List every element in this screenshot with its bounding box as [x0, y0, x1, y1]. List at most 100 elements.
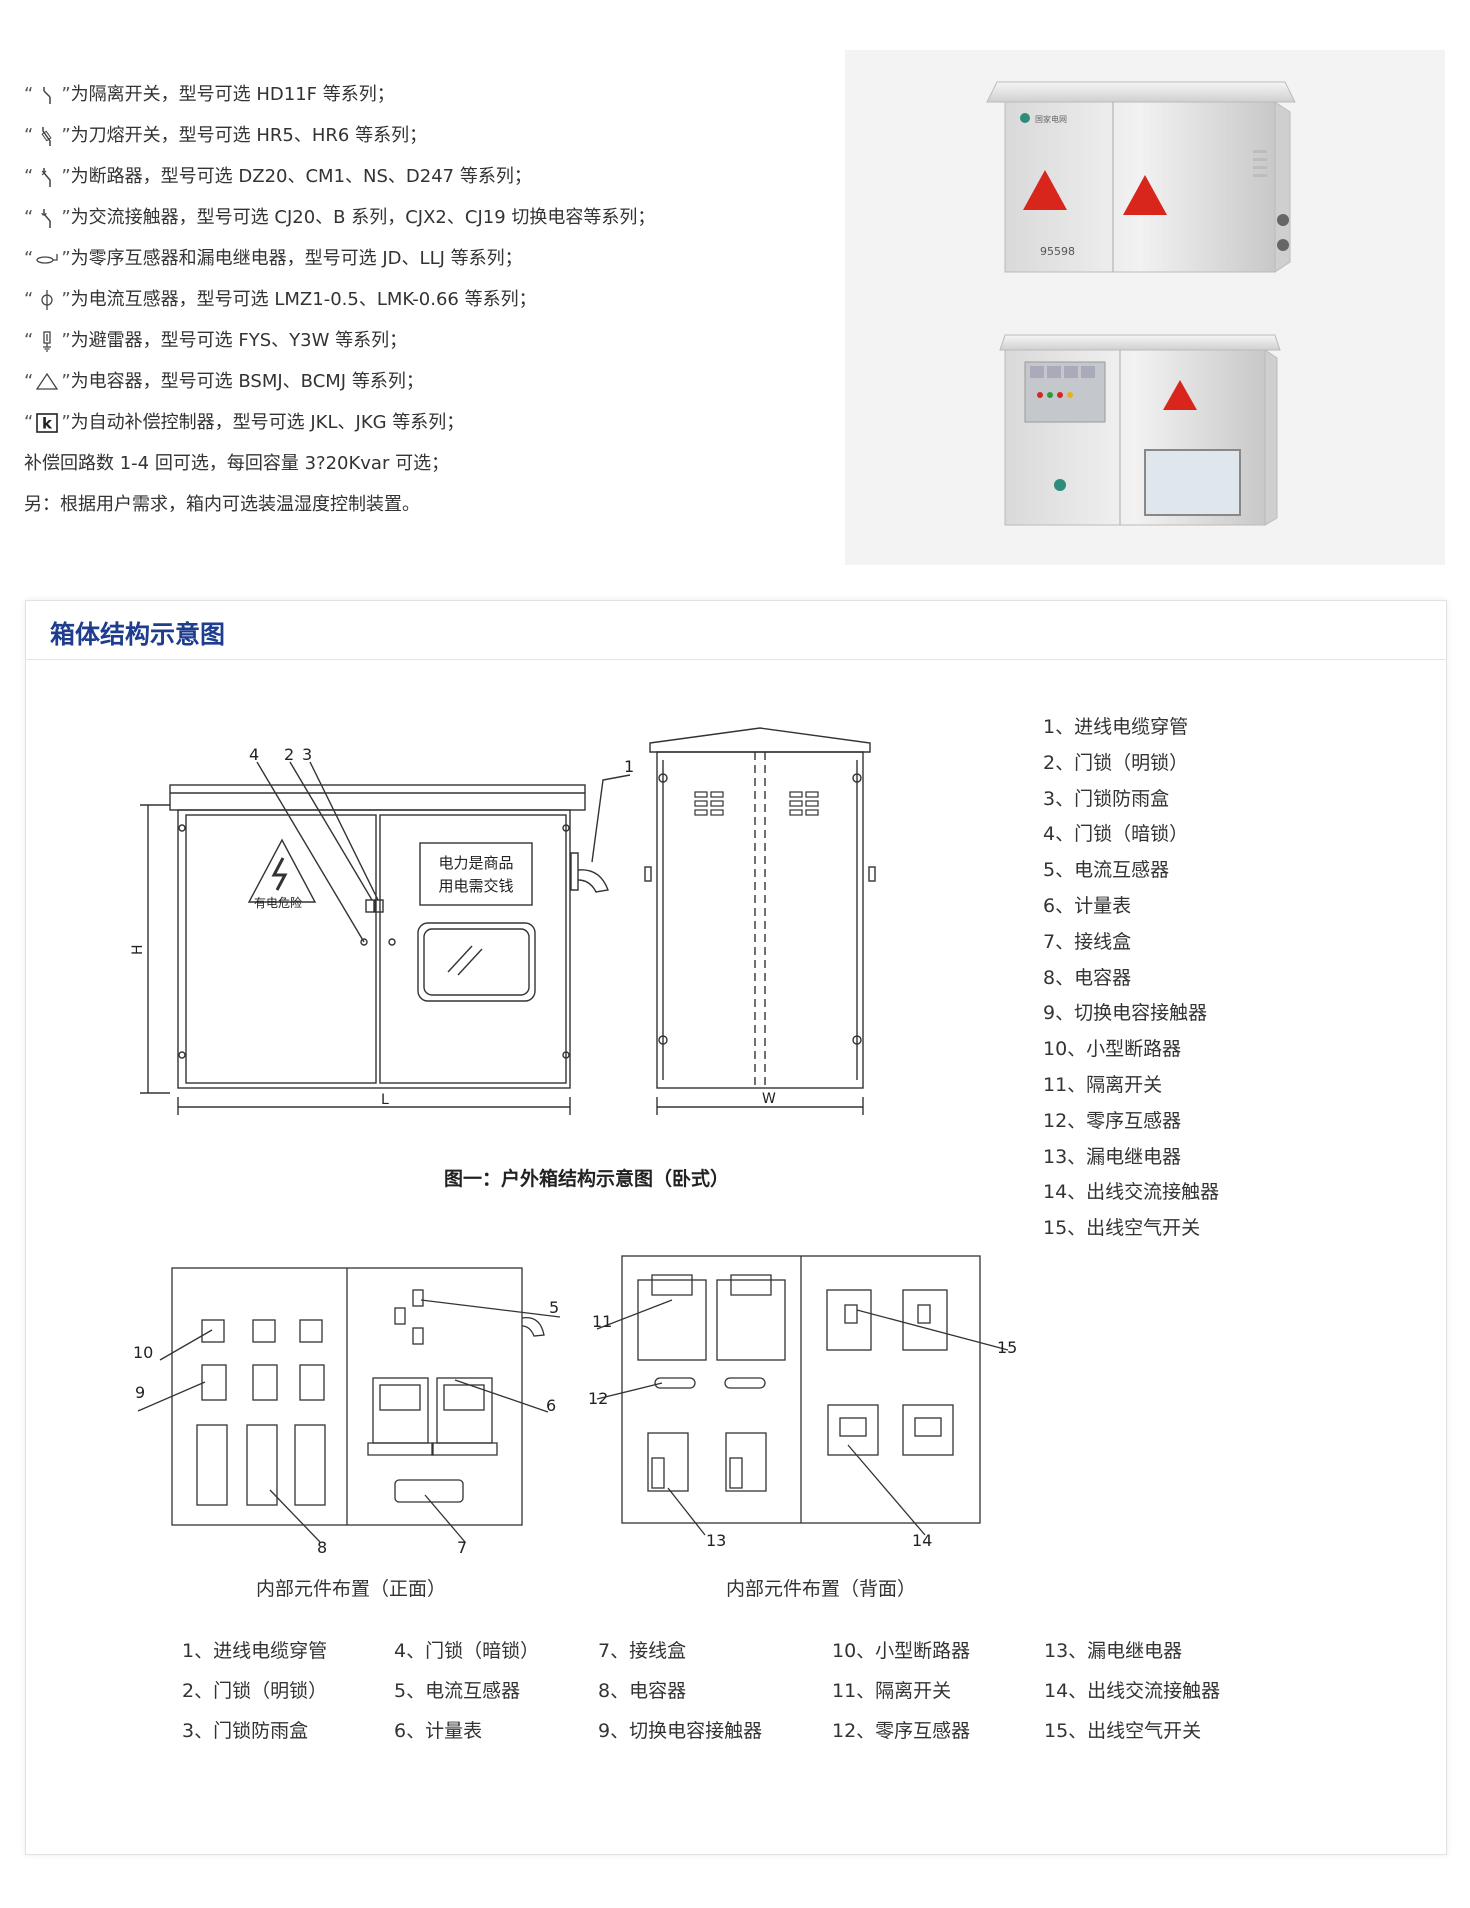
- quote-close: ”: [61, 371, 71, 392]
- legend-row-surge-arrester: “ ” 为避雷器，型号可选 FYS、Y3W 等系列；: [24, 320, 824, 361]
- quote-open: “: [24, 125, 34, 146]
- part-item: 4、门锁（暗锁）: [1043, 823, 1189, 846]
- front-layout-caption: 内部元件布置（正面）: [256, 1578, 447, 1600]
- quote-open: “: [24, 289, 34, 310]
- quote-close: ”: [61, 84, 71, 105]
- sign-line-2: 用电需交钱: [438, 877, 513, 895]
- callout-11: 11: [592, 1312, 612, 1331]
- front-view-drawing: [140, 761, 631, 1115]
- legend-row-circuit-breaker: “ ” 为断路器，型号可选 DZ20、CM1、NS、D247 等系列；: [24, 156, 824, 197]
- callout-2: 2: [284, 745, 294, 764]
- current-transformer-icon: [33, 287, 61, 313]
- figure1-caption: 图一：户外箱结构示意图（卧式）: [444, 1168, 730, 1190]
- part-cell: 1、进线电缆穿管: [182, 1640, 328, 1662]
- part-cell: 7、接线盒: [598, 1640, 687, 1662]
- cabinet-photo-top: 国家电网 95598: [986, 81, 1296, 273]
- legend-row-capacitor: “ ” 为电容器，型号可选 BSMJ、BCMJ 等系列；: [24, 361, 824, 402]
- quote-close: ”: [61, 248, 71, 269]
- quote-open: “: [24, 166, 34, 187]
- legend-row-ac-contactor: “ ” 为交流接触器，型号可选 CJ20、B 系列，CJX2、CJ19 切换电容…: [24, 197, 824, 238]
- cabinet-brand: 国家电网: [1035, 114, 1067, 124]
- part-item: 15、出线空气开关: [1043, 1217, 1201, 1240]
- front-layout-drawing: [137, 1267, 561, 1543]
- legend-text: 为断路器，型号可选 DZ20、CM1、NS、D247 等系列；: [70, 166, 532, 187]
- callout-1: 1: [624, 757, 634, 776]
- part-cell: 4、门锁（暗锁）: [394, 1640, 540, 1662]
- k-controller-icon: k: [33, 410, 61, 436]
- quote-open: “: [24, 84, 34, 105]
- legend-text: 为电容器，型号可选 BSMJ、BCMJ 等系列；: [70, 371, 424, 392]
- part-item: 7、接线盒: [1043, 930, 1132, 953]
- quote-close: ”: [61, 412, 71, 433]
- isolating-switch-icon: [33, 82, 61, 108]
- back-layout-caption: 内部元件布置（背面）: [726, 1578, 917, 1600]
- quote-open: “: [24, 371, 34, 392]
- part-item: 6、计量表: [1043, 894, 1132, 917]
- part-item: 2、门锁（明锁）: [1043, 751, 1189, 774]
- quote-close: ”: [61, 289, 71, 310]
- part-cell: 15、出线空气开关: [1044, 1720, 1202, 1742]
- callout-8: 8: [317, 1538, 327, 1557]
- surge-arrester-icon: [33, 328, 61, 354]
- part-cell: 8、电容器: [598, 1680, 687, 1702]
- legend-note-circuits: 补偿回路数 1-4 回可选，每回容量 3?20Kvar 可选；: [24, 453, 450, 474]
- quote-open: “: [24, 330, 34, 351]
- dim-w: W: [762, 1091, 776, 1107]
- quote-close: ”: [61, 330, 71, 351]
- part-cell: 10、小型断路器: [832, 1640, 971, 1662]
- part-item: 12、零序互感器: [1043, 1109, 1182, 1132]
- circuit-breaker-icon: [33, 164, 61, 190]
- quote-open: “: [24, 207, 34, 228]
- part-cell: 14、出线交流接触器: [1044, 1680, 1221, 1702]
- legend-text: 为刀熔开关，型号可选 HR5、HR6 等系列；: [70, 125, 428, 146]
- cabinet-number: 95598: [1040, 245, 1075, 258]
- quote-close: ”: [61, 166, 71, 187]
- front-view-labels: 4 2 3 1 有电危险 电力是商品 用电需交钱 H L W: [130, 745, 776, 1108]
- part-cell: 3、门锁防雨盒: [182, 1720, 309, 1742]
- front-layout-labels: 10 9 5 6 8 7: [133, 1298, 559, 1557]
- callout-14: 14: [912, 1531, 932, 1550]
- part-item: 5、电流互感器: [1043, 859, 1170, 882]
- callout-12: 12: [588, 1389, 608, 1408]
- section-title: 箱体结构示意图: [50, 620, 226, 649]
- part-item: 1、进线电缆穿管: [1043, 716, 1189, 738]
- structure-card: 箱体结构示意图: [25, 600, 1447, 1855]
- part-cell: 2、门锁（明锁）: [182, 1680, 328, 1702]
- part-cell: 5、电流互感器: [394, 1680, 521, 1702]
- product-photo-panel: 国家电网 95598: [845, 50, 1445, 565]
- quote-open: “: [24, 248, 34, 269]
- part-item: 10、小型断路器: [1043, 1038, 1182, 1061]
- legend-row-current-transformer: “ ” 为电流互感器，型号可选 LMZ1-0.5、LMK-0.66 等系列；: [24, 279, 824, 320]
- dim-l: L: [381, 1092, 389, 1108]
- callout-10: 10: [133, 1343, 153, 1362]
- dim-h: H: [130, 944, 146, 955]
- part-cell: 9、切换电容接触器: [598, 1720, 763, 1742]
- part-cell: 6、计量表: [394, 1720, 483, 1742]
- product-photos: 国家电网 95598: [986, 81, 1296, 526]
- part-item: 8、电容器: [1043, 966, 1132, 989]
- zero-sequence-ct-icon: [33, 246, 61, 272]
- part-item: 9、切换电容接触器: [1043, 1002, 1208, 1025]
- capacitor-icon: [33, 369, 61, 395]
- fuse-switch-icon: [33, 123, 61, 149]
- back-layout-drawing: [596, 1255, 1009, 1536]
- back-layout-labels: 11 12 15 13 14: [588, 1312, 1017, 1550]
- card-header: 箱体结构示意图: [26, 601, 1446, 660]
- legend-text: 为交流接触器，型号可选 CJ20、B 系列，CJX2、CJ19 切换电容等系列；: [70, 207, 656, 228]
- legend-text: 为隔离开关，型号可选 HD11F 等系列；: [70, 84, 395, 105]
- k-controller-letter: k: [42, 414, 53, 432]
- part-cell: 13、漏电继电器: [1044, 1640, 1183, 1662]
- legend-note-options: 另：根据用户需求，箱内可选装温湿度控制装置。: [24, 494, 420, 515]
- legend-row-fuse-switch: “ ” 为刀熔开关，型号可选 HR5、HR6 等系列；: [24, 115, 824, 156]
- cabinet-photo-bottom: [999, 334, 1281, 526]
- capacitor-row: [196, 1424, 326, 1506]
- legend-text: 为自动补偿控制器，型号可选 JKL、JKG 等系列；: [70, 412, 465, 433]
- callout-5: 5: [549, 1298, 559, 1317]
- part-cell: 11、隔离开关: [832, 1680, 952, 1702]
- part-item: 3、门锁防雨盒: [1043, 787, 1170, 810]
- quote-close: ”: [61, 207, 71, 228]
- callout-15: 15: [997, 1338, 1017, 1357]
- callout-6: 6: [546, 1396, 556, 1415]
- legend-row-isolating-switch: “ ” 为隔离开关，型号可选 HD11F 等系列；: [24, 74, 824, 115]
